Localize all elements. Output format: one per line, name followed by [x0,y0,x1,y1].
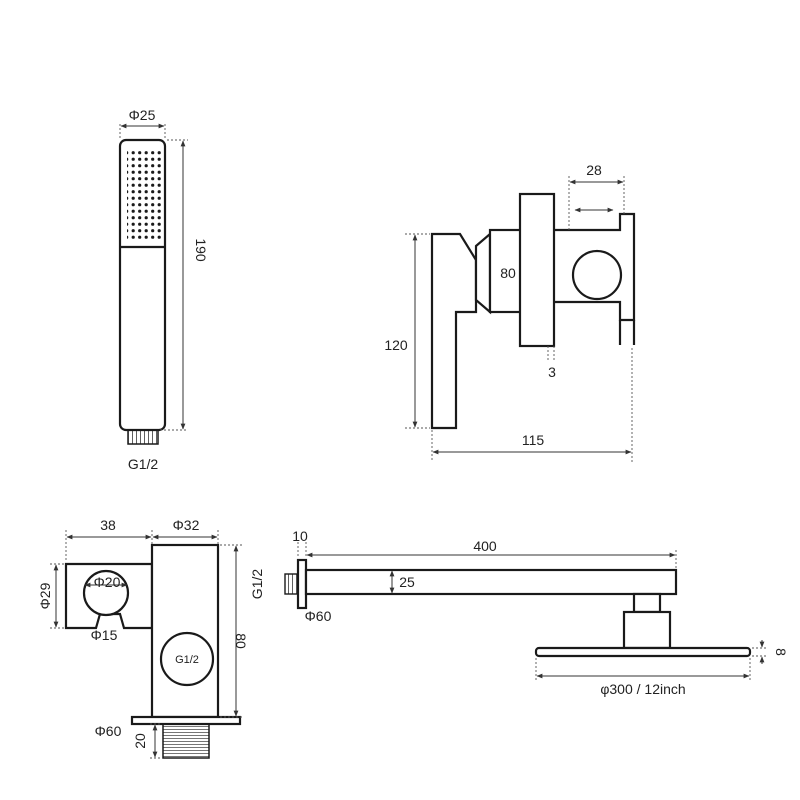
dim-holder-flange: Φ60 [95,723,122,739]
arm-tube [304,568,678,596]
holder-outlet: G1/2 38 Φ32 Φ29 Φ20 Φ15 80 Φ60 [37,517,249,759]
dim-holder-80: 80 [233,633,249,649]
mixer-wall-plate [518,192,556,348]
dim-mixer-115: 115 [522,432,545,448]
dim-arm-10: 10 [292,528,308,544]
arm-thread [284,573,299,595]
dim-holder-20: Φ20 [94,574,121,590]
holder-body [150,543,220,719]
dim-arm-25: 25 [399,574,415,590]
holder-flange [130,715,242,726]
dim-mixer-3: 3 [548,364,556,380]
dim-mixer-28: 28 [586,162,602,178]
mixer-holder-block [554,212,636,322]
holder-outlet-circle [159,631,215,687]
spray-face [127,150,161,242]
dim-head-diameter: φ300 / 12inch [600,681,685,697]
label-handset-thread: G1/2 [128,456,159,472]
dim-arm-flange: Φ60 [305,608,332,624]
mixer-neck [474,231,492,315]
shower-arm-head: 10 400 25 G1/2 Φ60 8 φ300 / 12inch [249,528,789,697]
dim-holder-20: 20 [132,733,148,749]
dim-arm-400: 400 [473,538,497,554]
shower-head [534,646,752,658]
mixer-holder-ring [571,249,623,301]
dim-holder-32: Φ32 [173,517,200,533]
mixer-lever [430,232,478,430]
wall-mixer: 28 80 120 3 115 [384,162,636,462]
holder-thread [162,723,210,759]
dim-holder-15: Φ15 [91,627,118,643]
label-arm-thread: G1/2 [249,569,265,600]
arm-connector [632,592,662,614]
label-holder-thread: G1/2 [175,654,199,666]
dim-holder-29: Φ29 [37,582,53,609]
handset-thread [127,429,159,445]
dim-head-8: 8 [773,648,789,656]
arm-ball-joint [622,610,672,650]
handheld-shower: Φ25 190 G1/2 [118,107,209,472]
dim-handset-length: 190 [193,238,209,262]
arm-flange [296,558,308,610]
dim-handset-diameter: Φ25 [129,107,156,123]
dim-mixer-120: 120 [384,337,408,353]
holder-hook-ring [82,569,130,617]
dim-mixer-80: 80 [500,265,516,281]
dim-holder-38: 38 [100,517,116,533]
